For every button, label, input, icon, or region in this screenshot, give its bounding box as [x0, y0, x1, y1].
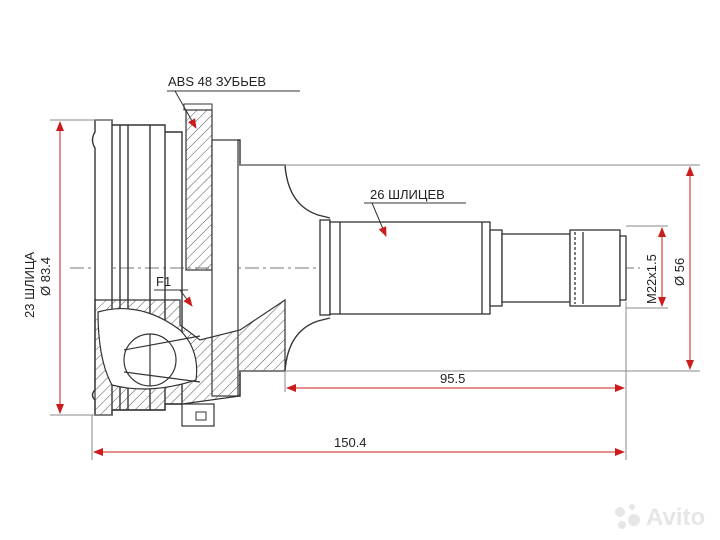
shaft-splines-label: 26 ШЛИЦЕВ: [370, 187, 445, 202]
abs-teeth-label: ABS 48 ЗУБЬЕВ: [168, 74, 266, 89]
shaft: [319, 219, 627, 316]
shaft-diameter-label: Ø 56: [672, 258, 687, 286]
thread-label: M22x1.5: [644, 254, 659, 304]
housing-splines-label: 23 ШЛИЦА: [22, 252, 37, 318]
section-marker-label: F1: [156, 274, 171, 289]
dimensions: [50, 90, 700, 460]
housing-section: [94, 298, 286, 427]
watermark-text: Avito: [646, 504, 705, 531]
ball-cage: [123, 333, 201, 387]
housing-diameter-label: Ø 83.4: [38, 257, 53, 296]
total-length-label: 150.4: [334, 435, 367, 450]
shaft-length-label: 95.5: [440, 371, 465, 386]
watermark: Avito: [615, 504, 705, 531]
